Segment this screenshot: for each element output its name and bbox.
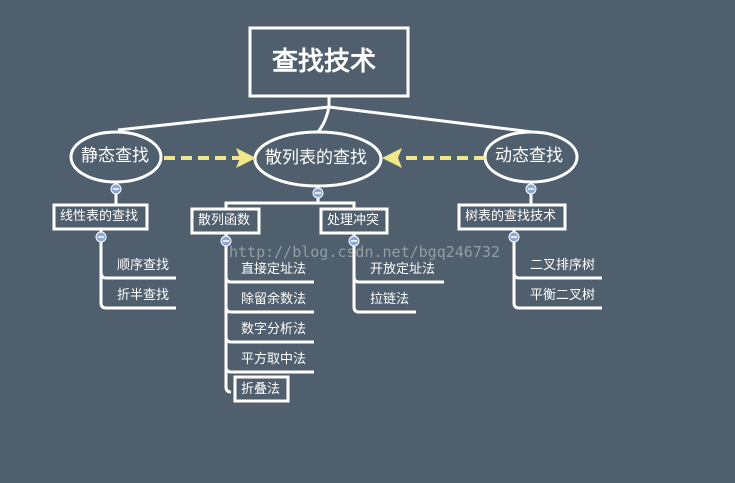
- connector-root-dynamic: [328, 105, 533, 134]
- dynamic-leaf-1-line: [512, 272, 602, 280]
- collapse-toggle-static-icon[interactable]: [110, 183, 122, 195]
- hash-func-leaf-1-line: [224, 276, 314, 284]
- tree-table-node[interactable]: 树表的查找技术: [465, 209, 557, 224]
- connector-hash-sub: [224, 186, 356, 208]
- collapse-toggles[interactable]: [95, 183, 537, 247]
- dynamic-leaf-stem: [512, 230, 520, 310]
- hash-func-box-border: [190, 207, 261, 235]
- leaf-folding[interactable]: 折叠法: [241, 382, 281, 397]
- hash-coll-leaf-1-line: [352, 276, 444, 284]
- hash-function-node[interactable]: 散列函数: [198, 213, 251, 228]
- static-leaf-1-line: [99, 271, 176, 280]
- leaf-binary-search[interactable]: 折半查找: [117, 288, 170, 303]
- leaf-binary-sort-tree[interactable]: 二叉排序树: [530, 258, 596, 273]
- hash-search-node[interactable]: 散列表的查找: [265, 148, 367, 168]
- hash-func-leaf-2-line: [224, 306, 314, 314]
- connector-root-hash: [316, 106, 331, 133]
- collapse-toggle-hash-icon[interactable]: [312, 187, 324, 199]
- collapse-toggle-tree-icon[interactable]: [508, 231, 520, 243]
- leaf-open-address[interactable]: 开放定址法: [370, 262, 436, 277]
- leaf-balanced-binary-tree[interactable]: 平衡二叉树: [530, 288, 596, 303]
- collapse-toggle-collision-icon[interactable]: [348, 235, 360, 247]
- collision-handling-node[interactable]: 处理冲突: [327, 213, 380, 228]
- hash-func-leaf-3-line: [224, 336, 314, 344]
- leaf-digit-analysis[interactable]: 数字分析法: [241, 322, 307, 337]
- connector-root-static: [117, 97, 331, 132]
- hash-collision-box-border: [319, 207, 389, 235]
- root-box-border: [248, 26, 410, 98]
- arrowhead-right-icon: [236, 148, 256, 168]
- static-search-node[interactable]: 静态查找: [81, 146, 149, 166]
- collapse-toggle-linear-icon[interactable]: [95, 231, 107, 243]
- collapse-toggle-hash-func-icon[interactable]: [220, 235, 232, 247]
- dynamic-search-node[interactable]: 动态查找: [495, 146, 563, 166]
- hash-func-leaf-4-line: [224, 366, 314, 374]
- dynamic-sub-box-border: [457, 203, 567, 231]
- root-node[interactable]: 查找技术: [272, 47, 377, 77]
- leaf-direct-address[interactable]: 直接定址法: [241, 262, 307, 277]
- static-sub-box-border: [52, 203, 149, 231]
- linear-table-node[interactable]: 线性表的查找: [60, 209, 139, 224]
- hash-func-leaf-stem: [224, 234, 232, 394]
- hash-func-leaf-5-box-border: [233, 375, 290, 403]
- watermark-text: http://blog.csdn.net/bgq246732: [229, 243, 500, 261]
- collapse-toggle-dynamic-icon[interactable]: [525, 183, 537, 195]
- arrowhead-left-icon: [382, 148, 402, 168]
- hash-coll-leaf-stem: [352, 234, 360, 314]
- leaf-division-remainder[interactable]: 除留余数法: [241, 292, 307, 307]
- leaf-sequential-search[interactable]: 顺序查找: [117, 258, 170, 273]
- leaf-mid-square[interactable]: 平方取中法: [241, 352, 307, 367]
- leaf-chaining[interactable]: 拉链法: [370, 292, 410, 307]
- static-leaf-stem: [99, 230, 107, 310]
